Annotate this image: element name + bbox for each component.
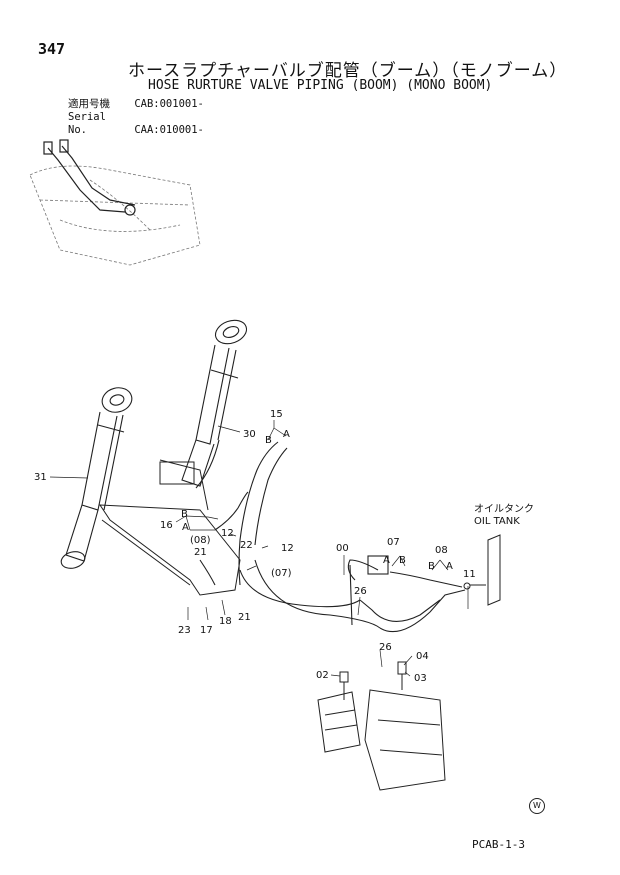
callout-17: 17	[200, 625, 213, 636]
oil-tank-label-jp: オイルタンク	[474, 503, 534, 515]
boom-frame	[99, 459, 241, 596]
serial-row-2: Serial No. CAA:010001-	[68, 111, 204, 137]
callout-11: 11	[463, 569, 476, 580]
w-mark: W	[529, 798, 545, 814]
callout-b: B	[181, 509, 188, 520]
serial-label: 適用号機	[68, 98, 110, 110]
callout-30: 30	[243, 429, 256, 440]
serial-label: Serial No.	[68, 111, 106, 136]
serial-value: CAA:010001-	[134, 124, 204, 136]
callout-26: 26	[354, 586, 367, 597]
leader-lines	[49, 420, 469, 677]
callout-23: 23	[178, 625, 191, 636]
callout-03: 03	[414, 673, 427, 684]
callout-15: 15	[270, 409, 283, 420]
callout-26: 26	[379, 642, 392, 653]
callout-12: 12	[221, 528, 234, 539]
title-english: HOSE RURTURE VALVE PIPING (BOOM) (MONO B…	[148, 78, 493, 93]
oil-tank-fitting	[463, 534, 501, 606]
callout-labels: 30 31 15 B A B A 16 12 (08) 21 22 12 (07…	[34, 409, 534, 684]
callout-08: (08)	[190, 535, 211, 546]
callout-16: 16	[160, 520, 173, 531]
callout-31: 31	[34, 472, 47, 483]
callout-21: 21	[238, 612, 251, 623]
callout-a: A	[383, 555, 390, 566]
serial-value: CAB:001001-	[134, 98, 204, 110]
callout-04: 04	[416, 651, 429, 662]
oil-tank-label-en: OIL TANK	[474, 516, 520, 527]
callout-22: 22	[240, 540, 253, 551]
overview-sketch	[29, 165, 201, 266]
hose-lines	[199, 441, 466, 633]
callout-00: 00	[336, 543, 349, 554]
callout-07: (07)	[271, 568, 292, 579]
callout-02: 02	[316, 670, 329, 681]
title-japanese: ホースラプチャーバルブ配管（ブーム）（モノブーム）	[128, 61, 568, 81]
callout-08: 08	[435, 545, 448, 556]
callout-a: A	[182, 522, 189, 533]
callout-b: B	[265, 435, 272, 446]
control-valve	[317, 661, 446, 791]
serial-row-1: 適用号機 CAB:001001-	[68, 98, 204, 111]
boom-cylinder-30	[181, 319, 248, 489]
page-code: PCAB-1-3	[472, 838, 525, 851]
boom-cylinder-31	[60, 387, 133, 569]
serial-block: 適用号機 CAB:001001- Serial No. CAA:010001-	[68, 98, 204, 137]
page-number: 347	[38, 40, 66, 58]
callout-18: 18	[219, 616, 232, 627]
callout-b: B	[399, 555, 406, 566]
callout-12: 12	[281, 543, 294, 554]
callout-a: A	[446, 561, 453, 572]
callout-07: 07	[387, 537, 400, 548]
callout-21: 21	[194, 547, 207, 558]
callout-a: A	[283, 429, 290, 440]
callout-b: B	[428, 561, 435, 572]
overview-sketch-hoses	[43, 139, 136, 216]
